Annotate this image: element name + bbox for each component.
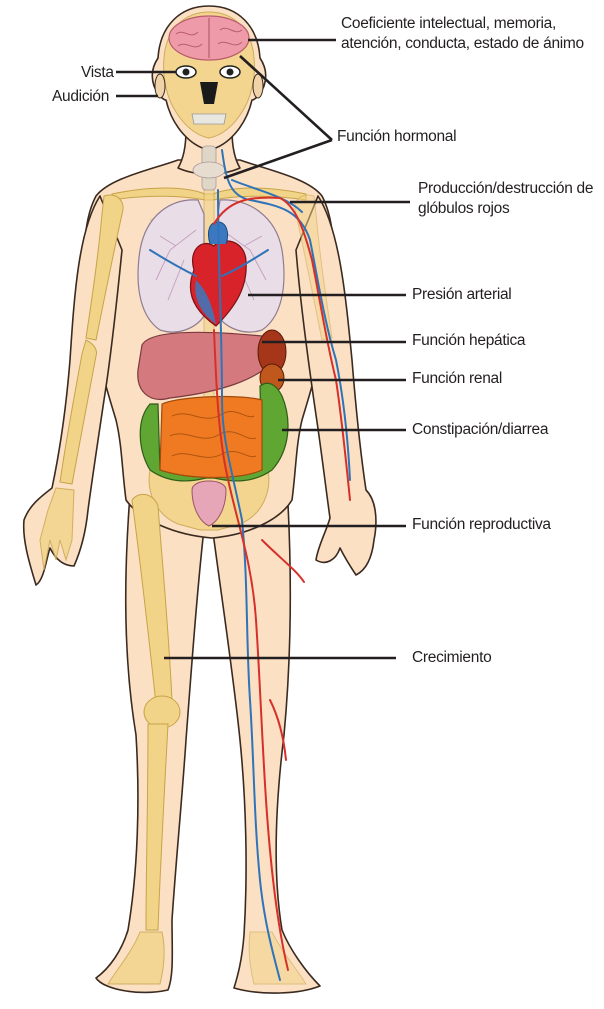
right-leg [212,470,320,993]
label-vision: Vista [81,63,114,83]
label-liver-function: Función hepática [412,331,525,351]
label-bowel: Constipación/diarrea [412,420,548,440]
label-blood-pressure: Presión arterial [412,285,511,305]
left-knee [144,696,180,728]
label-reproductive: Función reproductiva [412,515,551,535]
right-ear [253,74,263,98]
label-kidney-function: Función renal [412,369,502,389]
label-hearing: Audición [52,87,109,107]
label-hormonal: Función hormonal [337,127,456,147]
kidney [258,330,286,392]
right-pupil [227,69,234,76]
brain [169,16,249,60]
label-blood-cells: Producción/destrucción de glóbulos rojos [418,179,598,219]
left-ear [155,74,165,98]
label-growth: Crecimiento [412,648,491,668]
label-cognitive: Coeficiente intelectual, memoria, atenci… [341,14,603,54]
small-intestine [160,397,262,478]
left-pupil [183,69,190,76]
teeth [192,114,226,124]
